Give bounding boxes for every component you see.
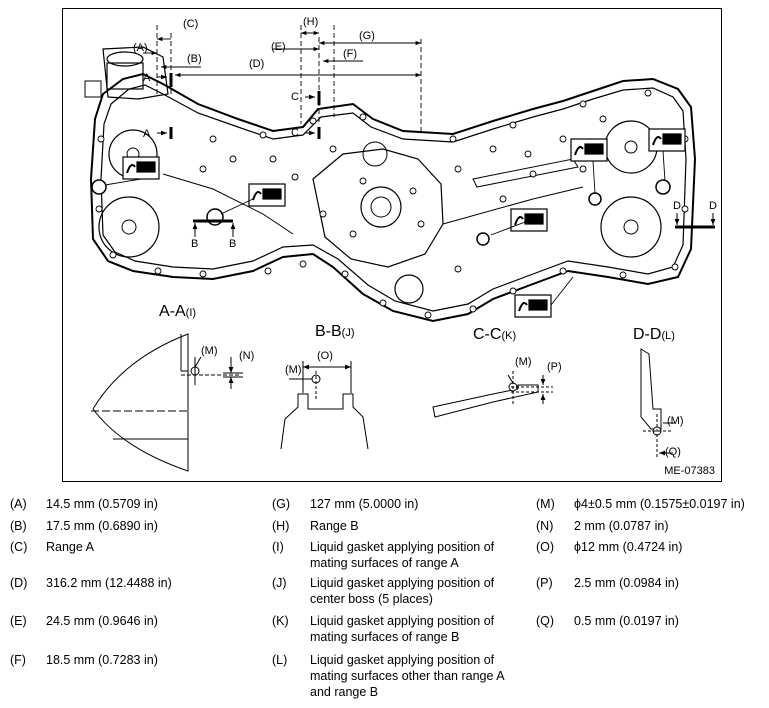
cut-letter-d-left: D — [673, 200, 681, 212]
dim-label-m-aa: (M) — [201, 345, 218, 357]
dim-label-d: (D) — [249, 58, 265, 70]
dim-label-a: (A) — [133, 42, 148, 54]
dim-label-o: (O) — [317, 350, 333, 362]
cut-letter-a-top: A — [143, 72, 151, 84]
cut-letter-c-top: C — [291, 91, 299, 103]
dim-label-f: (F) — [343, 48, 358, 60]
cut-letter-a-bottom: A — [143, 128, 151, 140]
gasket-line — [100, 84, 687, 312]
dim-label-g: (G) — [359, 30, 375, 42]
dim-label-e: (E) — [271, 41, 286, 53]
section-title-dd: D-D(L) — [633, 326, 675, 343]
cut-letter-d-right: D — [709, 200, 717, 212]
engine-front-cover-diagram: (C) (A) (B) (D) (H) (G) (E) (F) A A C C … — [62, 8, 722, 482]
dim-label-p: (P) — [547, 361, 562, 373]
dim-label-m-bb: (M) — [285, 364, 302, 376]
dim-label-n: (N) — [239, 350, 255, 362]
cover-outline — [89, 72, 697, 323]
dim-label-m-dd: (M) — [667, 415, 684, 427]
section-bb-drawing — [280, 361, 369, 450]
dim-label-c: (C) — [183, 18, 199, 30]
cut-letter-b-right: B — [229, 238, 237, 250]
legend: (A)14.5 mm (0.5709 in) (B)17.5 mm (0.689… — [10, 497, 745, 699]
dim-label-m-cc: (M) — [515, 356, 532, 368]
dim-label-b: (B) — [187, 53, 202, 65]
dimension-lines — [143, 25, 422, 134]
section-aa-drawing — [91, 333, 243, 472]
figure-code: ME-07383 — [664, 465, 715, 477]
section-title-cc: C-C(K) — [473, 326, 517, 343]
dim-label-h: (H) — [303, 16, 319, 28]
section-title-aa: A-A(I) — [159, 303, 197, 320]
cut-markers — [157, 73, 716, 237]
cut-letter-c-bottom: C — [291, 127, 299, 139]
diagram-drawing — [84, 25, 716, 472]
liquid-gasket-icons — [122, 128, 686, 318]
section-dd-drawing — [640, 348, 675, 459]
cut-letter-b-left: B — [191, 238, 199, 250]
bolt-heads — [95, 89, 689, 319]
dim-label-q: (Q) — [665, 446, 681, 458]
section-title-bb: B-B(J) — [315, 323, 355, 340]
section-cc-drawing — [432, 371, 553, 418]
